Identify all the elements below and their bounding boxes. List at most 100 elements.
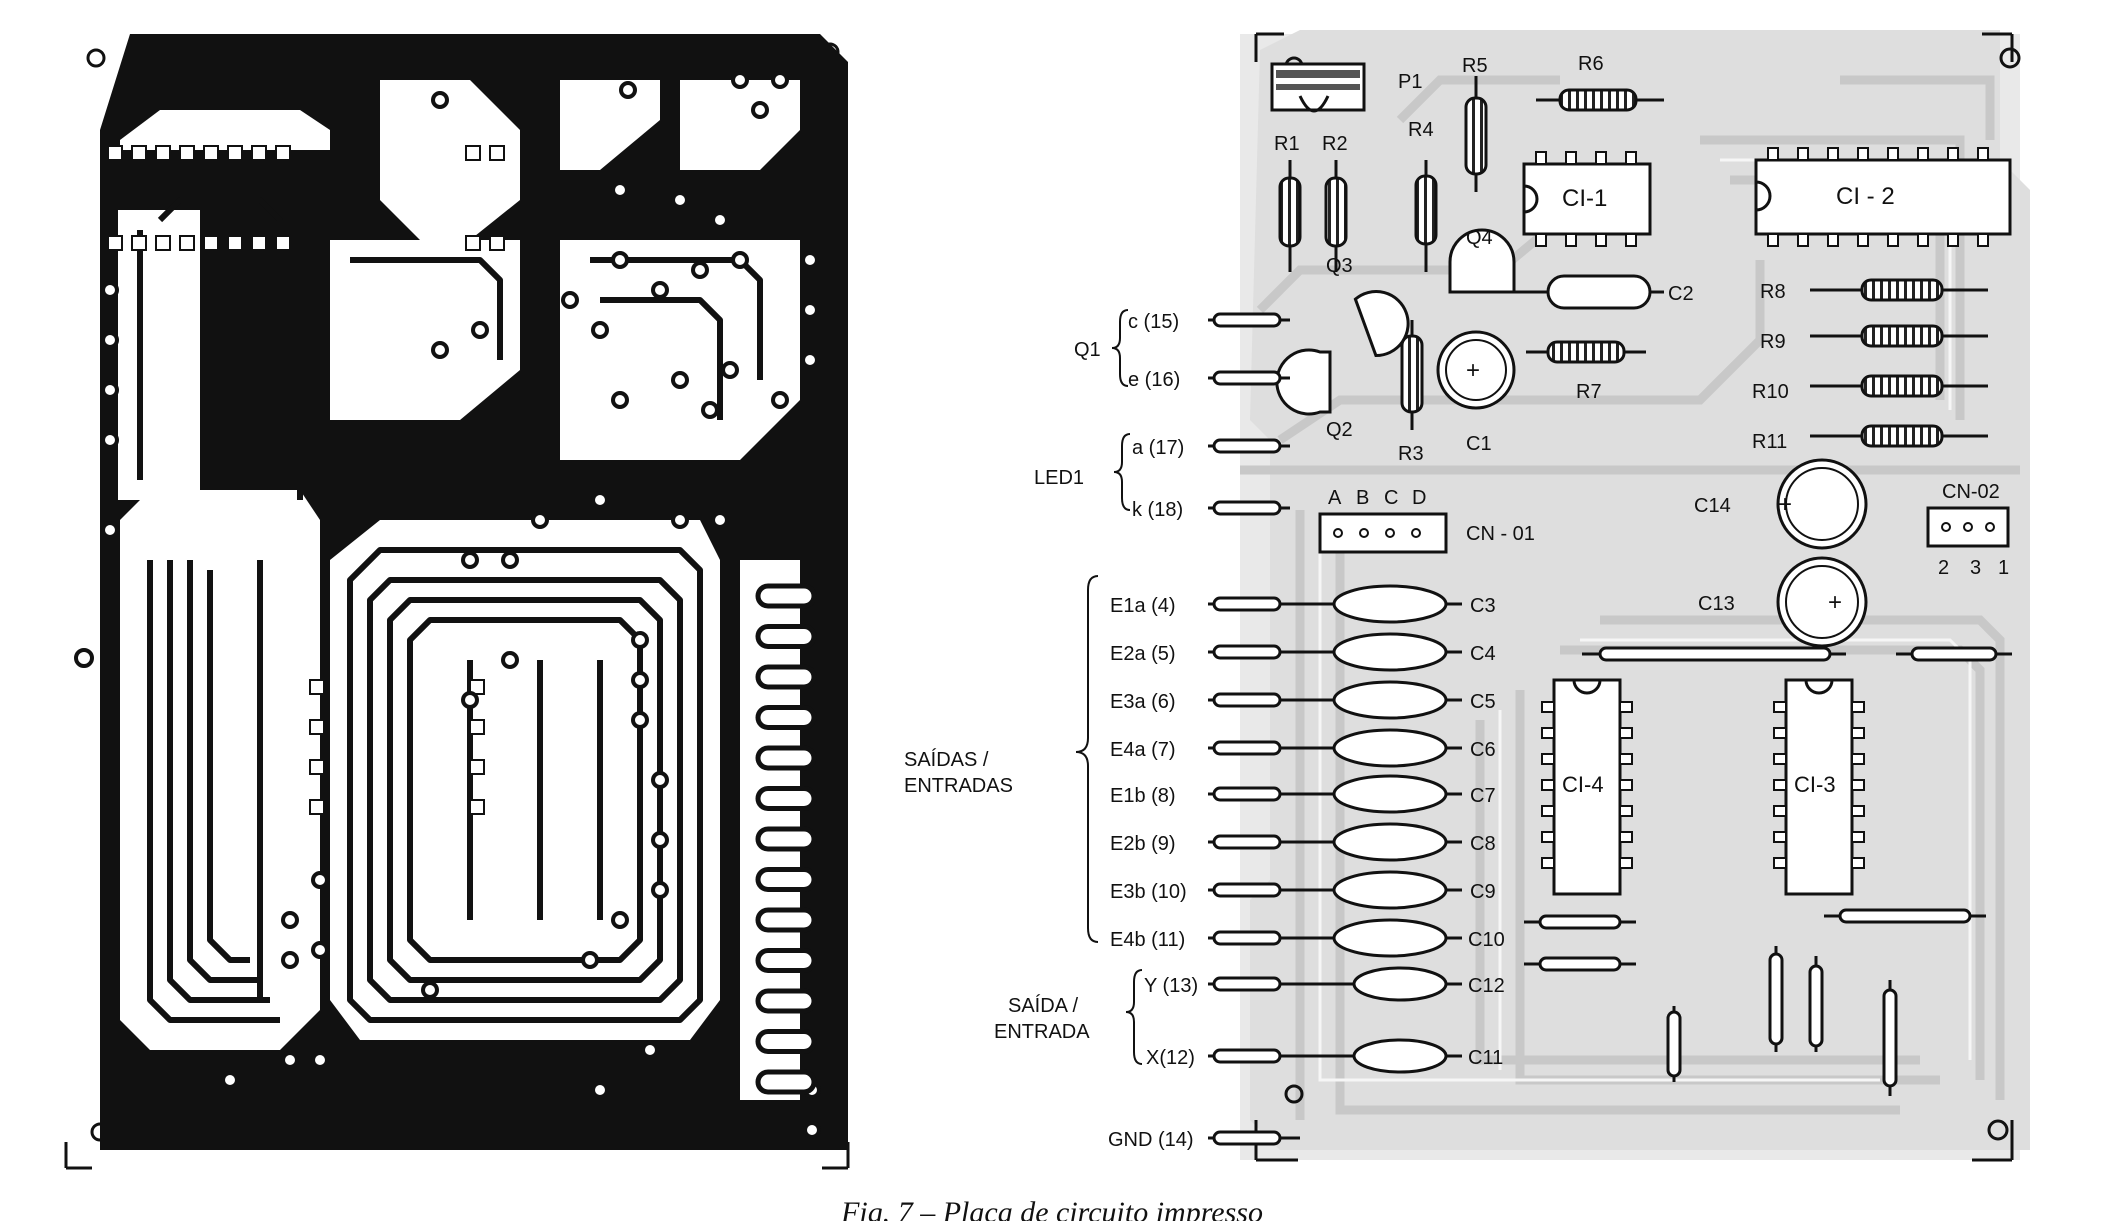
- pcb-copper-side: [64, 34, 850, 1170]
- r3-label: R3: [1398, 443, 1424, 465]
- edge-pad: [755, 907, 817, 933]
- jumper-wires: [1524, 646, 2012, 1096]
- p1-label: P1: [1398, 71, 1422, 93]
- r1-label: R1: [1274, 133, 1300, 155]
- r9-label: R9: [1760, 331, 1786, 353]
- cn01-pin-b: B: [1356, 487, 1369, 509]
- c1-label: C1: [1466, 433, 1492, 455]
- pcb-component-side: P1 R1 R2 R4 R5 R3 R6 R7 R8: [904, 30, 2030, 1162]
- led1-group-label: LED1: [1034, 467, 1084, 489]
- r6-label: R6: [1578, 53, 1604, 75]
- figure-caption: Fig. 7 – Placa de circuito impresso: [841, 1196, 1263, 1221]
- svg-text:C6: C6: [1470, 739, 1496, 761]
- transistors: [1275, 228, 1516, 416]
- connector-cn01: A B C D CN - 01: [1318, 487, 1535, 554]
- saida-label-line1: SAÍDA /: [1008, 994, 1078, 1017]
- edge-pad: [755, 867, 817, 892]
- capacitor-c13: + C13: [1698, 556, 1868, 648]
- ci2-label: CI - 2: [1836, 183, 1895, 210]
- saidas-brace: [1075, 575, 1099, 943]
- terminal-e3b: E3b (10): [1110, 881, 1187, 903]
- edge-pad: [755, 624, 817, 649]
- capacitor-c1: + C1: [1436, 330, 1516, 455]
- trimmer-p1: P1: [1270, 62, 1422, 113]
- edge-pad: [755, 1029, 817, 1054]
- cn01-label: CN - 01: [1466, 523, 1535, 545]
- ci4-label: CI-4: [1562, 772, 1604, 797]
- cn01-pin-c: C: [1384, 487, 1398, 509]
- terminal-e1a: E1a (4): [1110, 595, 1176, 617]
- terminal-e3a: E3a (6): [1110, 691, 1176, 713]
- terminal-q1-e: e (16): [1128, 369, 1180, 391]
- terminal-gnd: GND (14): [1108, 1129, 1194, 1151]
- resistors-horizontal: [1526, 88, 1988, 448]
- terminal-y: Y (13): [1144, 975, 1198, 997]
- ic-ci3: CI-3: [1773, 678, 1865, 896]
- q4-label: Q4: [1466, 227, 1493, 249]
- cn02-pin-1: 1: [1998, 557, 2009, 579]
- edge-pad: [755, 988, 817, 1014]
- r11-label: R11: [1752, 431, 1787, 453]
- ci3-label: CI-3: [1794, 772, 1836, 797]
- svg-text:C10: C10: [1468, 929, 1505, 951]
- terminal-e1b: E1b (8): [1110, 785, 1176, 807]
- svg-text:C3: C3: [1470, 595, 1496, 617]
- saidas-label-line2: ENTRADAS: [904, 775, 1013, 797]
- terminal-x: X(12): [1146, 1047, 1195, 1069]
- cn02-pin-3: 3: [1970, 557, 1981, 579]
- svg-text:C7: C7: [1470, 785, 1496, 807]
- r4-label: R4: [1408, 119, 1434, 141]
- q3-label: Q3: [1326, 255, 1353, 277]
- q1-brace: [1111, 309, 1129, 387]
- edge-pad: [755, 745, 817, 771]
- r8-label: R8: [1760, 281, 1786, 303]
- led1-brace: [1113, 433, 1131, 511]
- terminal-led-a: a (17): [1132, 437, 1184, 459]
- r5-label: R5: [1462, 55, 1488, 77]
- terminal-led-k: k (18): [1132, 499, 1183, 521]
- terminal-e2b: E2b (9): [1110, 833, 1176, 855]
- capacitor-c2: C2: [1500, 274, 1694, 310]
- io-capacitor-labels: C3 C4 C5 C6 C7 C8 C9 C10 C12 C11: [1468, 595, 1505, 1069]
- ic-ci2: CI - 2: [1754, 147, 2012, 247]
- svg-text:C4: C4: [1470, 643, 1496, 665]
- io-terminal-labels: E1a (4) E2a (5) E3a (6) E4a (7) E1b (8) …: [1108, 595, 1198, 1151]
- copper-traces: [137, 197, 763, 1023]
- terminal-e4a: E4a (7): [1110, 739, 1176, 761]
- ic-ci4: CI-4: [1541, 678, 1633, 896]
- saidas-label-line1: SAÍDAS /: [904, 748, 989, 771]
- svg-text:C9: C9: [1470, 881, 1496, 903]
- ci1-label: CI-1: [1562, 185, 1607, 212]
- edge-pad: [755, 948, 817, 973]
- svg-text:+: +: [1778, 491, 1792, 518]
- resistors-vertical: [1278, 76, 1488, 430]
- terminal-e4b: E4b (11): [1110, 929, 1185, 951]
- c13-label: C13: [1698, 593, 1735, 615]
- edge-pad: [755, 826, 817, 852]
- connector-cn02: CN-02 2 3 1: [1926, 481, 2010, 579]
- edge-connector-pads: [755, 583, 817, 1095]
- svg-text:+: +: [1828, 589, 1842, 616]
- r7-label: R7: [1576, 381, 1602, 403]
- edge-pad: [755, 583, 817, 609]
- io-capacitors: [1208, 584, 1462, 1146]
- terminals-top: [1208, 312, 1290, 516]
- capacitor-c14: + C14: [1694, 458, 1868, 550]
- edge-pad: [755, 664, 817, 690]
- terminal-q1-c: c (15): [1128, 311, 1179, 333]
- edge-pad: [755, 786, 817, 811]
- ic-pads: [107, 145, 505, 815]
- q2-label: Q2: [1326, 419, 1353, 441]
- q1-group-label: Q1: [1074, 339, 1101, 361]
- saida-label-line2: ENTRADA: [994, 1021, 1090, 1043]
- svg-text:C5: C5: [1470, 691, 1496, 713]
- svg-text:+: +: [1466, 357, 1480, 384]
- cn02-label: CN-02: [1942, 481, 2000, 503]
- edge-pad: [755, 1069, 817, 1095]
- svg-text:C12: C12: [1468, 975, 1505, 997]
- saida-brace: [1125, 969, 1143, 1065]
- ic-ci1: CI-1: [1522, 151, 1652, 247]
- r10-label: R10: [1752, 381, 1789, 403]
- cn01-pin-a: A: [1328, 487, 1342, 509]
- cn01-pin-d: D: [1412, 487, 1426, 509]
